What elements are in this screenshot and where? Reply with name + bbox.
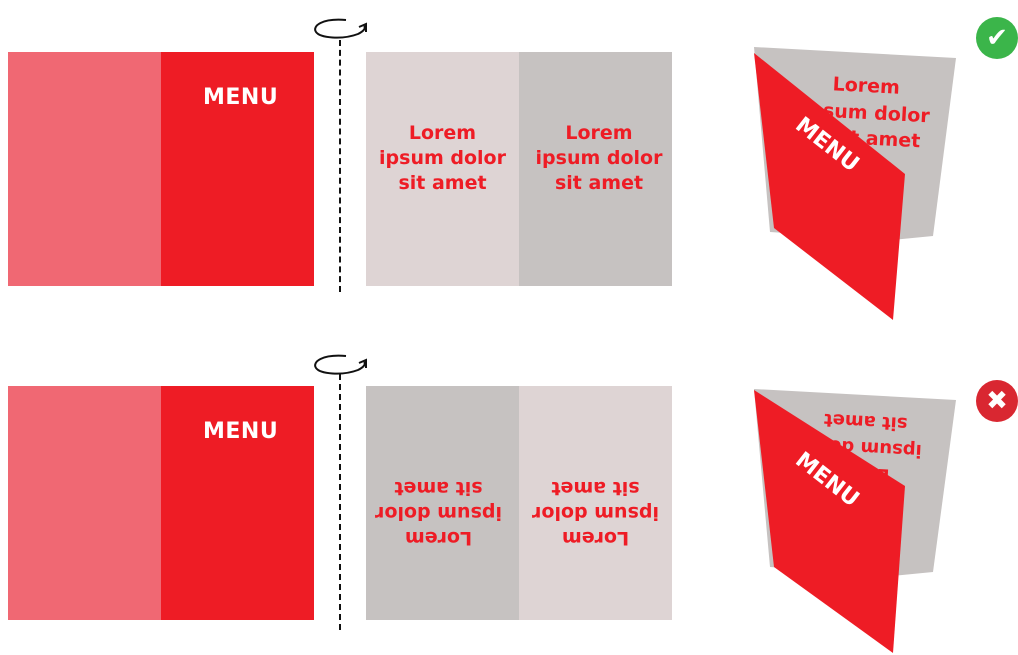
row2-rotate-arrow-icon [312, 350, 372, 382]
row1-front-cover: MENU [161, 52, 314, 286]
row2-back-panel [8, 386, 161, 620]
row2-folded-mockup: sit amet ipsum dolor Lorem MENU [740, 375, 970, 655]
cross-icon: ✖ [976, 380, 1018, 422]
row1-fold-line [339, 40, 341, 292]
row2-mockup-back-line1: sit amet [823, 409, 908, 434]
row2-inside-right: Lorem ipsum dolor sit amet [519, 386, 672, 620]
row2-front-cover: MENU [161, 386, 314, 620]
row2-inside-left: Lorem ipsum dolor sit amet [366, 386, 519, 620]
row1-inside-right: Lorem ipsum dolor sit amet [519, 52, 672, 286]
row2-inside-left-text: Lorem ipsum dolor sit amet [362, 475, 515, 550]
row2-fold-line [339, 374, 341, 630]
row2-menu-label: MENU [203, 419, 278, 444]
row1-mockup-back-line1: Lorem [832, 73, 900, 98]
check-icon: ✔ [976, 17, 1018, 59]
row1-inside-left: Lorem ipsum dolor sit amet [366, 52, 519, 286]
row2-inside-right-text: Lorem ipsum dolor sit amet [519, 475, 672, 550]
row1-inside-left-text: Lorem ipsum dolor sit amet [366, 121, 519, 196]
row1-back-panel [8, 52, 161, 286]
row1-folded-mockup: Lorem ipsum dolor sit amet MENU [740, 40, 970, 330]
row1-rotate-arrow-icon [312, 14, 372, 46]
row1-menu-label: MENU [203, 85, 278, 110]
row1-inside-right-text: Lorem ipsum dolor sit amet [519, 121, 679, 196]
